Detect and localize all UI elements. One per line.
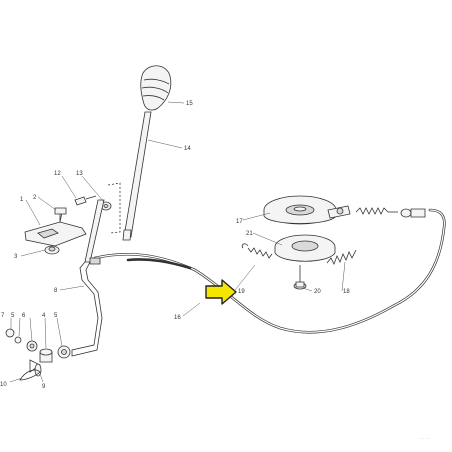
callout-10: 10 [0,382,7,388]
base-bracket [24,211,87,247]
highlight-arrow [205,279,237,305]
callout-8: 8 [54,288,58,294]
hardware-5-small [14,336,22,344]
lever-knob [140,65,172,111]
callout-13: 13 [76,171,83,177]
callout-1: 1 [20,197,24,203]
callout-21: 21 [246,231,253,237]
callout-9: 9 [42,384,46,390]
callout-14: 14 [184,146,191,152]
callout-16: 16 [174,315,181,321]
callout-2: 2 [33,195,37,201]
pulley-17 [263,195,337,225]
pin-10 [19,369,41,381]
spring-18 [326,249,357,265]
callout-5-left: 5 [11,313,15,319]
washer-6 [26,340,38,352]
hardware-7 [5,328,15,338]
callout-12: 12 [54,171,61,177]
callout-5-right: 5 [54,313,58,319]
pulley-21 [274,234,336,262]
nut-3 [44,245,60,255]
spring-19 [241,243,273,259]
callout-3: 3 [14,254,18,260]
leader-lines [9,101,346,383]
callout-18: 18 [343,289,350,295]
spring-right [327,205,426,219]
callout-6: 6 [22,313,26,319]
callout-20: 20 [314,289,321,295]
clip-9 [29,359,42,377]
shift-lever [122,111,152,241]
shift-rod [71,199,105,357]
control-cable [93,208,446,334]
dashed-guide [107,182,121,234]
watermark: · · · · · [418,436,429,441]
bolt-12 [74,195,97,206]
bolt-20 [293,265,307,290]
callout-19: 19 [238,289,245,295]
callout-15: 15 [186,101,193,107]
callout-4: 4 [42,313,46,319]
washer-5 [57,345,71,359]
callout-17: 17 [236,219,243,225]
screw-2 [54,207,67,222]
callout-7: 7 [1,313,5,319]
spacer-4 [39,348,53,363]
